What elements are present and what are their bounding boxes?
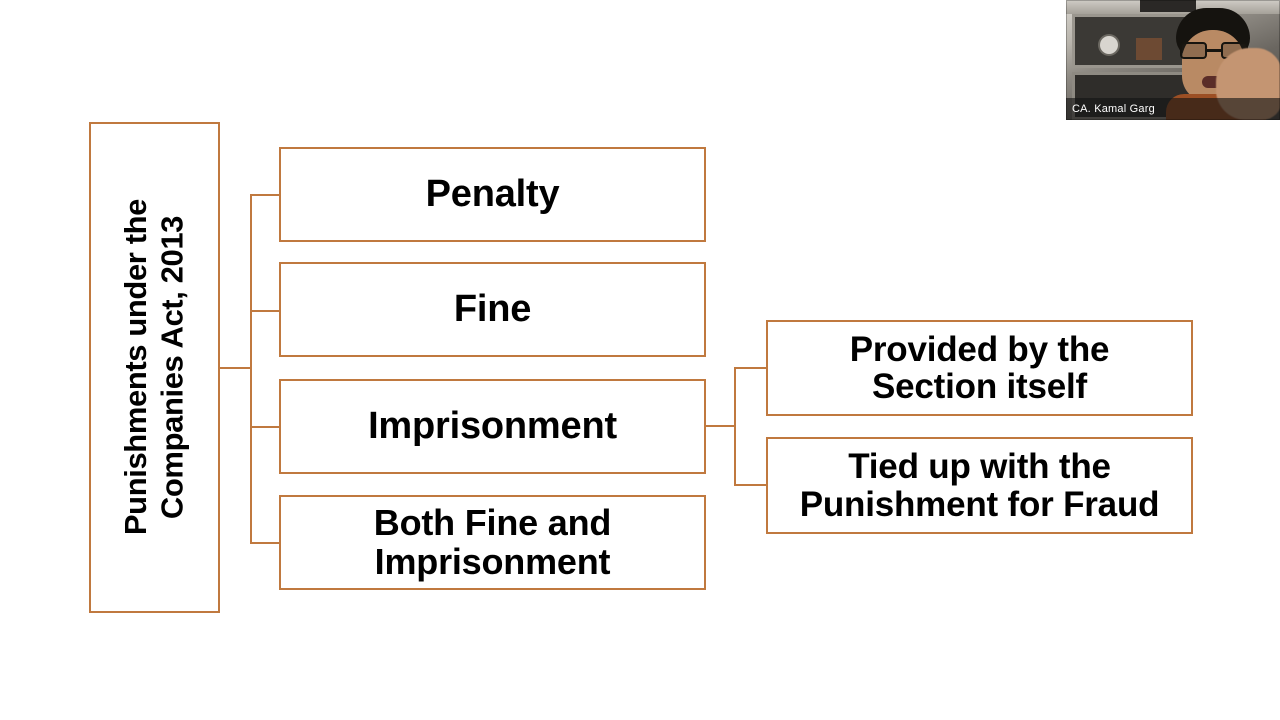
node-provided-label: Provided by the Section itself (849, 329, 1110, 406)
connector-to-tied (734, 484, 767, 486)
node-penalty-label: Penalty (425, 173, 560, 216)
connector-to-fine (250, 310, 280, 312)
connector-to-both (250, 542, 280, 544)
connector-left-spine (250, 194, 252, 543)
node-both-label: Both Fine and Imprisonment (373, 502, 612, 582)
node-both-fine-and-imprisonment[interactable]: Both Fine and Imprisonment (279, 495, 706, 590)
node-provided-by-section[interactable]: Provided by the Section itself (766, 320, 1193, 416)
presenter-video-overlay[interactable]: CA. Kamal Garg (1066, 0, 1280, 120)
connector-to-imprisonment (250, 426, 280, 428)
node-imprisonment[interactable]: Imprisonment (279, 379, 706, 474)
node-fine[interactable]: Fine (279, 262, 706, 357)
connector-root-stub (220, 367, 252, 369)
connector-right-spine (734, 367, 736, 485)
node-penalty[interactable]: Penalty (279, 147, 706, 242)
node-root[interactable]: Punishments under the Companies Act, 201… (89, 122, 220, 613)
node-imprisonment-label: Imprisonment (368, 405, 617, 448)
node-tied-label: Tied up with the Punishment for Fraud (799, 447, 1160, 524)
connector-to-provided (734, 367, 767, 369)
presenter-name-label: CA. Kamal Garg (1066, 98, 1280, 120)
node-fine-label: Fine (453, 288, 532, 331)
connector-imprisonment-stub (706, 425, 736, 427)
node-root-label: Punishments under the Companies Act, 201… (117, 199, 190, 536)
glasses-bridge (1207, 49, 1221, 52)
video-object-box (1136, 38, 1162, 60)
node-tied-to-fraud[interactable]: Tied up with the Punishment for Fraud (766, 437, 1193, 534)
video-top-notch (1140, 0, 1196, 12)
video-emblem (1100, 36, 1118, 54)
glasses-lens-left (1180, 42, 1207, 59)
connector-to-penalty (250, 194, 280, 196)
